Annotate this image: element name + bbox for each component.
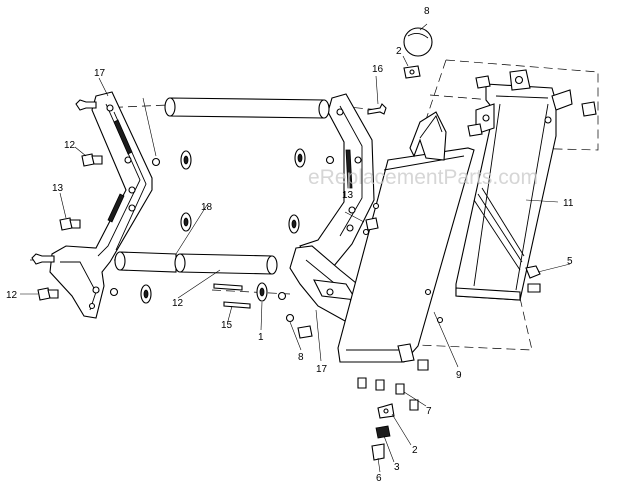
callout-10: 9 bbox=[456, 370, 462, 381]
upper-roller bbox=[164, 97, 330, 119]
callout-16: 16 bbox=[372, 64, 384, 75]
callout-14-right: 13 bbox=[342, 190, 354, 201]
callout-8: 8 bbox=[424, 6, 430, 17]
left-side-frame bbox=[49, 91, 153, 319]
callout-11: 11 bbox=[563, 198, 574, 209]
right-side-frame bbox=[289, 93, 375, 327]
callout-2-bottom: 2 bbox=[412, 445, 418, 456]
callout-6: 6 bbox=[376, 473, 382, 484]
callout-15: 15 bbox=[221, 320, 233, 331]
bearing-flanges bbox=[140, 148, 306, 304]
watermark-text: eReplacementParts.com bbox=[308, 166, 538, 189]
callout-2-top: 2 bbox=[396, 46, 402, 57]
bolts-and-hardware bbox=[31, 27, 597, 461]
leader-lines bbox=[20, 23, 571, 473]
callout-13-lower: 12 bbox=[6, 290, 18, 301]
callout-17: 17 bbox=[316, 364, 328, 375]
callout-18: 17 bbox=[94, 68, 106, 79]
lower-roller bbox=[114, 251, 278, 275]
callout-9: 8 bbox=[298, 352, 304, 363]
channel-frame bbox=[455, 69, 573, 301]
side-panel bbox=[337, 111, 475, 363]
callout-13-upper: 12 bbox=[64, 140, 76, 151]
callout-5: 5 bbox=[567, 256, 573, 267]
callout-19: 18 bbox=[201, 202, 213, 213]
callout-3: 3 bbox=[394, 462, 400, 473]
callout-7: 7 bbox=[426, 406, 432, 417]
callout-12: 12 bbox=[172, 298, 184, 309]
callout-14-left: 13 bbox=[52, 183, 64, 194]
callout-labels: 8 2 17 16 12 13 13 18 11 5 12 12 15 1 8 … bbox=[6, 6, 574, 484]
callout-1: 1 bbox=[258, 332, 264, 343]
